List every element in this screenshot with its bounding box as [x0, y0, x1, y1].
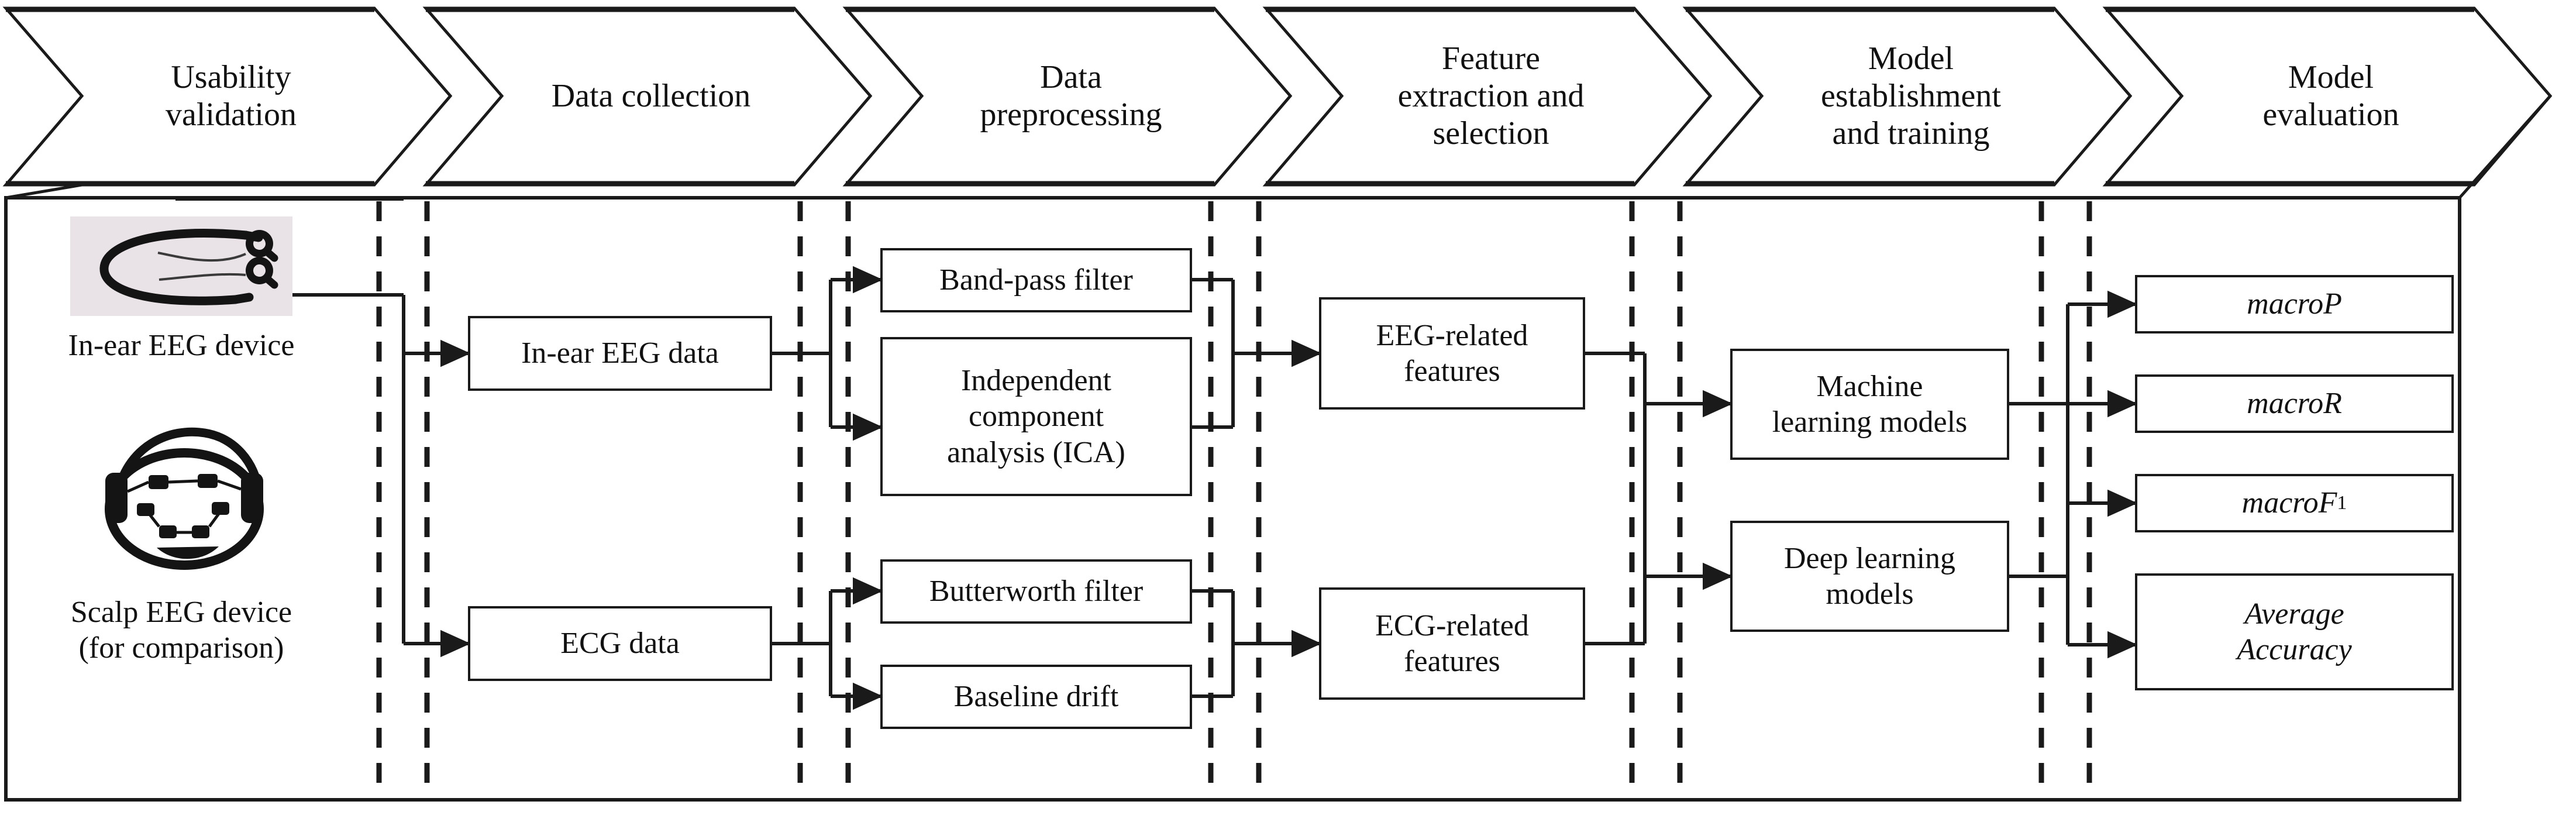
box-metric-average-accuracy[interactable]: Average Accuracy: [2135, 573, 2454, 690]
chevron-modeling: [1682, 6, 2133, 187]
box-eeg-related-features[interactable]: EEG-related features: [1319, 297, 1585, 410]
metric-macroF1-text: macroF: [2241, 486, 2337, 520]
box-ecg-related-features[interactable]: ECG-related features: [1319, 587, 1585, 700]
in-ear-eeg-device-photo: [70, 216, 292, 316]
box-ecg-data[interactable]: ECG data: [468, 606, 772, 681]
metric-macroF1-subscript: 1: [2337, 491, 2347, 514]
chevron-features: [1262, 6, 1713, 187]
chevron-collection: [422, 6, 873, 187]
box-deep-learning-models[interactable]: Deep learning models: [1730, 521, 2009, 632]
chevron-usability: [2, 6, 453, 187]
box-butterworth-filter[interactable]: Butterworth filter: [880, 559, 1192, 624]
in-ear-eeg-device-caption: In-ear EEG device: [68, 329, 295, 362]
scalp-eeg-device-photo: [88, 410, 281, 585]
chevron-preprocessing: [842, 6, 1293, 187]
box-metric-macroR[interactable]: macroR: [2135, 374, 2454, 433]
box-metric-macroP[interactable]: macroP: [2135, 275, 2454, 333]
scalp-eeg-device-caption: Scalp EEG device (for comparison): [70, 596, 292, 665]
body-frame: [4, 196, 2461, 802]
box-baseline-drift[interactable]: Baseline drift: [880, 665, 1192, 729]
box-machine-learning-models[interactable]: Machine learning models: [1730, 349, 2009, 460]
box-in-ear-eeg-data[interactable]: In-ear EEG data: [468, 316, 772, 391]
chevron-evaluation: [2102, 6, 2553, 187]
box-band-pass-filter[interactable]: Band-pass filter: [880, 248, 1192, 312]
box-independent-component-analysis[interactable]: Independent component analysis (ICA): [880, 337, 1192, 496]
